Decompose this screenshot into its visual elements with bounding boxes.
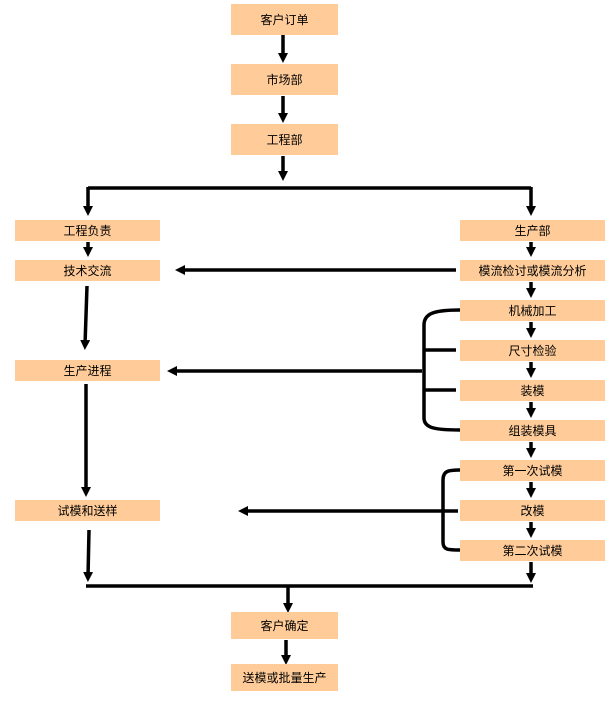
node-ship-or-mass: 送模或批量生产 (231, 664, 338, 691)
node-tech-exchange: 技术交流 (15, 260, 160, 281)
node-engineering: 工程部 (231, 124, 338, 155)
node-assemble-mold: 组装模具 (460, 420, 605, 441)
node-customer-confirm: 客户确定 (231, 612, 338, 639)
node-first-trial: 第一次试模 (460, 460, 605, 481)
node-production-progress: 生产进程 (15, 360, 160, 381)
arrow-tech-to-progress (80, 285, 91, 350)
arrow-trial-to-bottom (83, 529, 94, 582)
node-mold-flow: 模流检讨或模流分析 (460, 260, 605, 281)
node-machining: 机械加工 (460, 300, 605, 321)
bracket-machining-group (422, 308, 461, 432)
node-production-dept: 生产部 (460, 220, 605, 241)
node-trial-sample: 试模和送样 (15, 500, 160, 521)
node-mold-fitting: 装模 (460, 380, 605, 401)
node-dimension-check: 尺寸检验 (460, 340, 605, 361)
node-marketing: 市场部 (231, 64, 338, 95)
node-mold-modify: 改模 (460, 500, 605, 521)
node-second-trial: 第二次试模 (460, 540, 605, 561)
node-customer-order: 客户订单 (231, 4, 338, 35)
node-engineering-lead: 工程负责 (15, 220, 160, 241)
